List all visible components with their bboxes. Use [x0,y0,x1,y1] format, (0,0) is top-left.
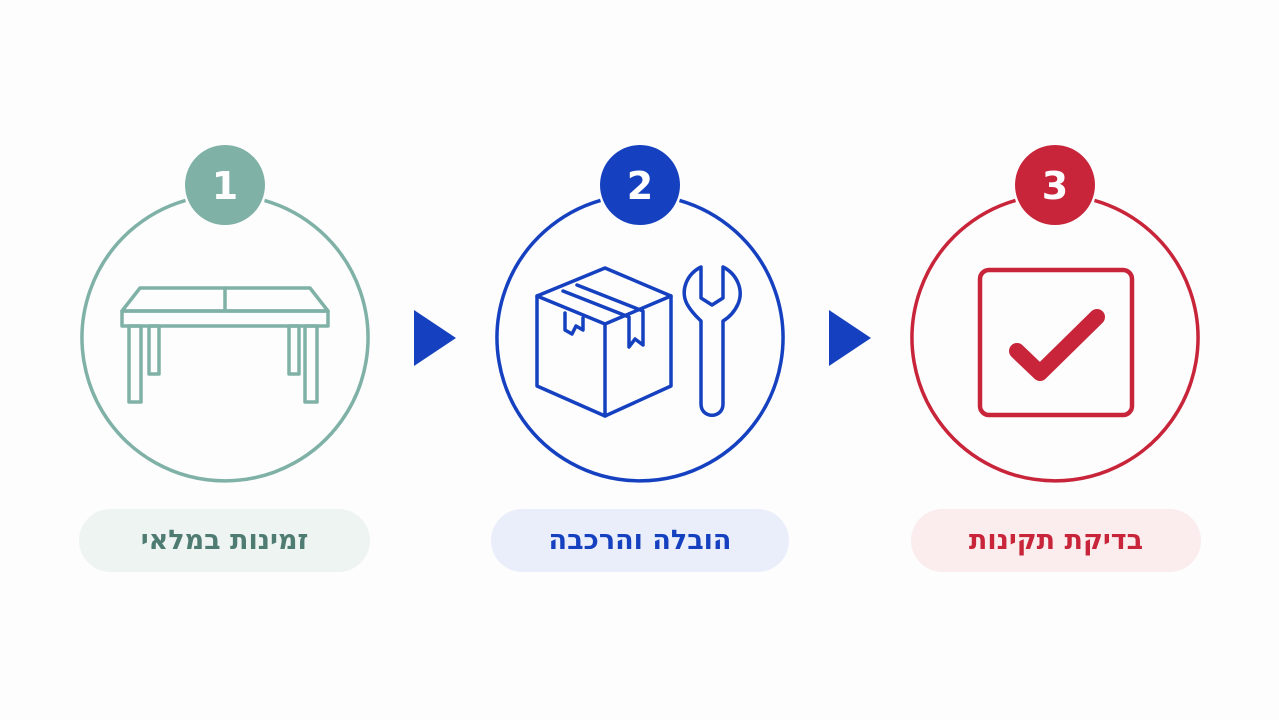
step-1-label-pill: זמינות במלאי [79,509,370,572]
wrench-icon [682,265,742,417]
step-2-number: 2 [627,164,653,208]
arrow-right-icon [829,310,871,366]
step-1: 1 [80,145,370,483]
step-3-label: בדיקת תקינות [968,525,1144,556]
step-2-label: הובלה והרכבה [548,525,732,556]
step-2: 2 [495,145,785,483]
step-2-number-badge [600,145,680,225]
step-3: 3 [910,145,1200,483]
step-1-number-badge [185,145,265,225]
arrow-right-icon [414,310,456,366]
step-1-label: זמינות במלאי [140,525,309,556]
table-icon [120,286,330,404]
step-3-number: 3 [1042,164,1068,208]
step-1-ring [80,198,370,483]
step-3-label-pill: בדיקת תקינות [911,509,1201,572]
step-3-number-badge [1015,145,1095,225]
step-2-ring [495,198,785,483]
checkbox-check-icon [977,267,1135,418]
step-3-ring [910,198,1200,483]
step-2-label-pill: הובלה והרכבה [491,509,789,572]
step-1-number: 1 [212,164,238,208]
box-icon [535,266,673,418]
